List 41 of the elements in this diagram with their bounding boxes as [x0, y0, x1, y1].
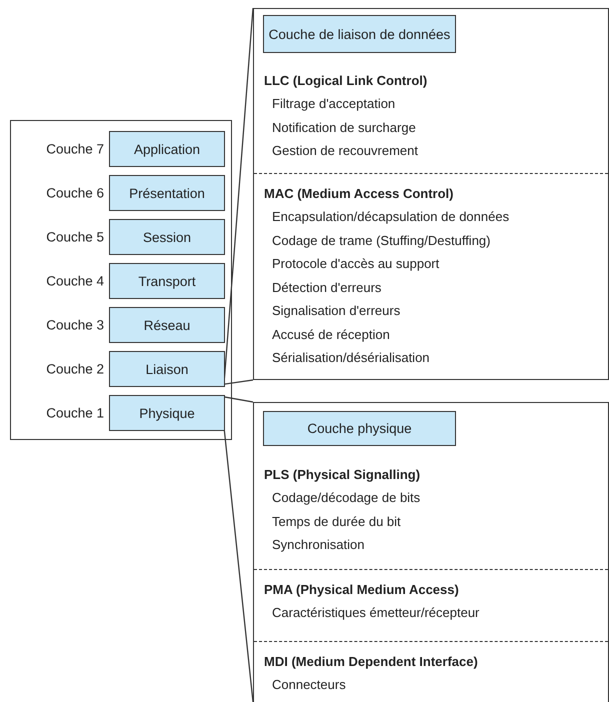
- list-item: Signalisation d'erreurs: [271, 302, 400, 320]
- list-item: Notification de surcharge: [271, 118, 416, 137]
- layer-name: Physique: [139, 406, 195, 420]
- layer-name: Application: [134, 142, 200, 156]
- layer-name: Session: [142, 230, 192, 244]
- layer-name: Liaison: [146, 362, 188, 376]
- layer-number-label: Couche 2: [46, 362, 104, 376]
- layer-name: Réseau: [144, 318, 190, 332]
- list-item: Connecteurs: [271, 676, 346, 694]
- section-heading: PMA (Physical Medium Access): [264, 581, 459, 599]
- list-item: Détection d'erreurs: [271, 278, 382, 296]
- layer-number-label: Couche 5: [46, 230, 104, 244]
- list-item: Caractéristiques émetteur/récepteur: [271, 604, 480, 622]
- layer-number-label: Couche 4: [46, 274, 104, 288]
- layer-title-box: Couche physique: [263, 411, 456, 446]
- layer-number-label: Couche 7: [46, 142, 104, 156]
- layer-stack-panel: [10, 120, 232, 440]
- section-heading: LLC (Logical Link Control): [264, 72, 428, 90]
- layer-number-label: Couche 1: [46, 406, 104, 420]
- section-heading: MAC (Medium Access Control): [264, 185, 454, 203]
- layer-number-label: Couche 6: [46, 186, 104, 200]
- list-item: Encapsulation/décapsulation de données: [271, 208, 510, 226]
- zoom-line: [224, 396, 254, 403]
- list-item: Gestion de recouvrement: [271, 142, 418, 160]
- list-item: Sérialisation/désérialisation: [271, 349, 430, 367]
- layer-title-box: Couche de liaison de données: [263, 15, 456, 53]
- layer-number-label: Couche 3: [46, 318, 104, 332]
- list-item: Codage de trame (Stuffing/Destuffing): [271, 232, 490, 250]
- layer-name: Transport: [138, 274, 196, 288]
- detail-panel: [253, 8, 609, 380]
- list-item: Temps de durée du bit: [271, 512, 401, 531]
- zoom-line: [224, 379, 254, 385]
- detail-panel: [253, 402, 609, 702]
- section-heading: PLS (Physical Signalling): [264, 466, 420, 484]
- list-item: Filtrage d'acceptation: [271, 95, 396, 113]
- layer-name: Présentation: [129, 186, 205, 200]
- list-item: Codage/décodage de bits: [271, 489, 420, 507]
- list-item: Protocole d'accès au support: [271, 255, 440, 273]
- list-item: Synchronisation: [271, 536, 364, 554]
- section-heading: MDI (Medium Dependent Interface): [264, 653, 478, 671]
- list-item: Accusé de réception: [271, 326, 390, 344]
